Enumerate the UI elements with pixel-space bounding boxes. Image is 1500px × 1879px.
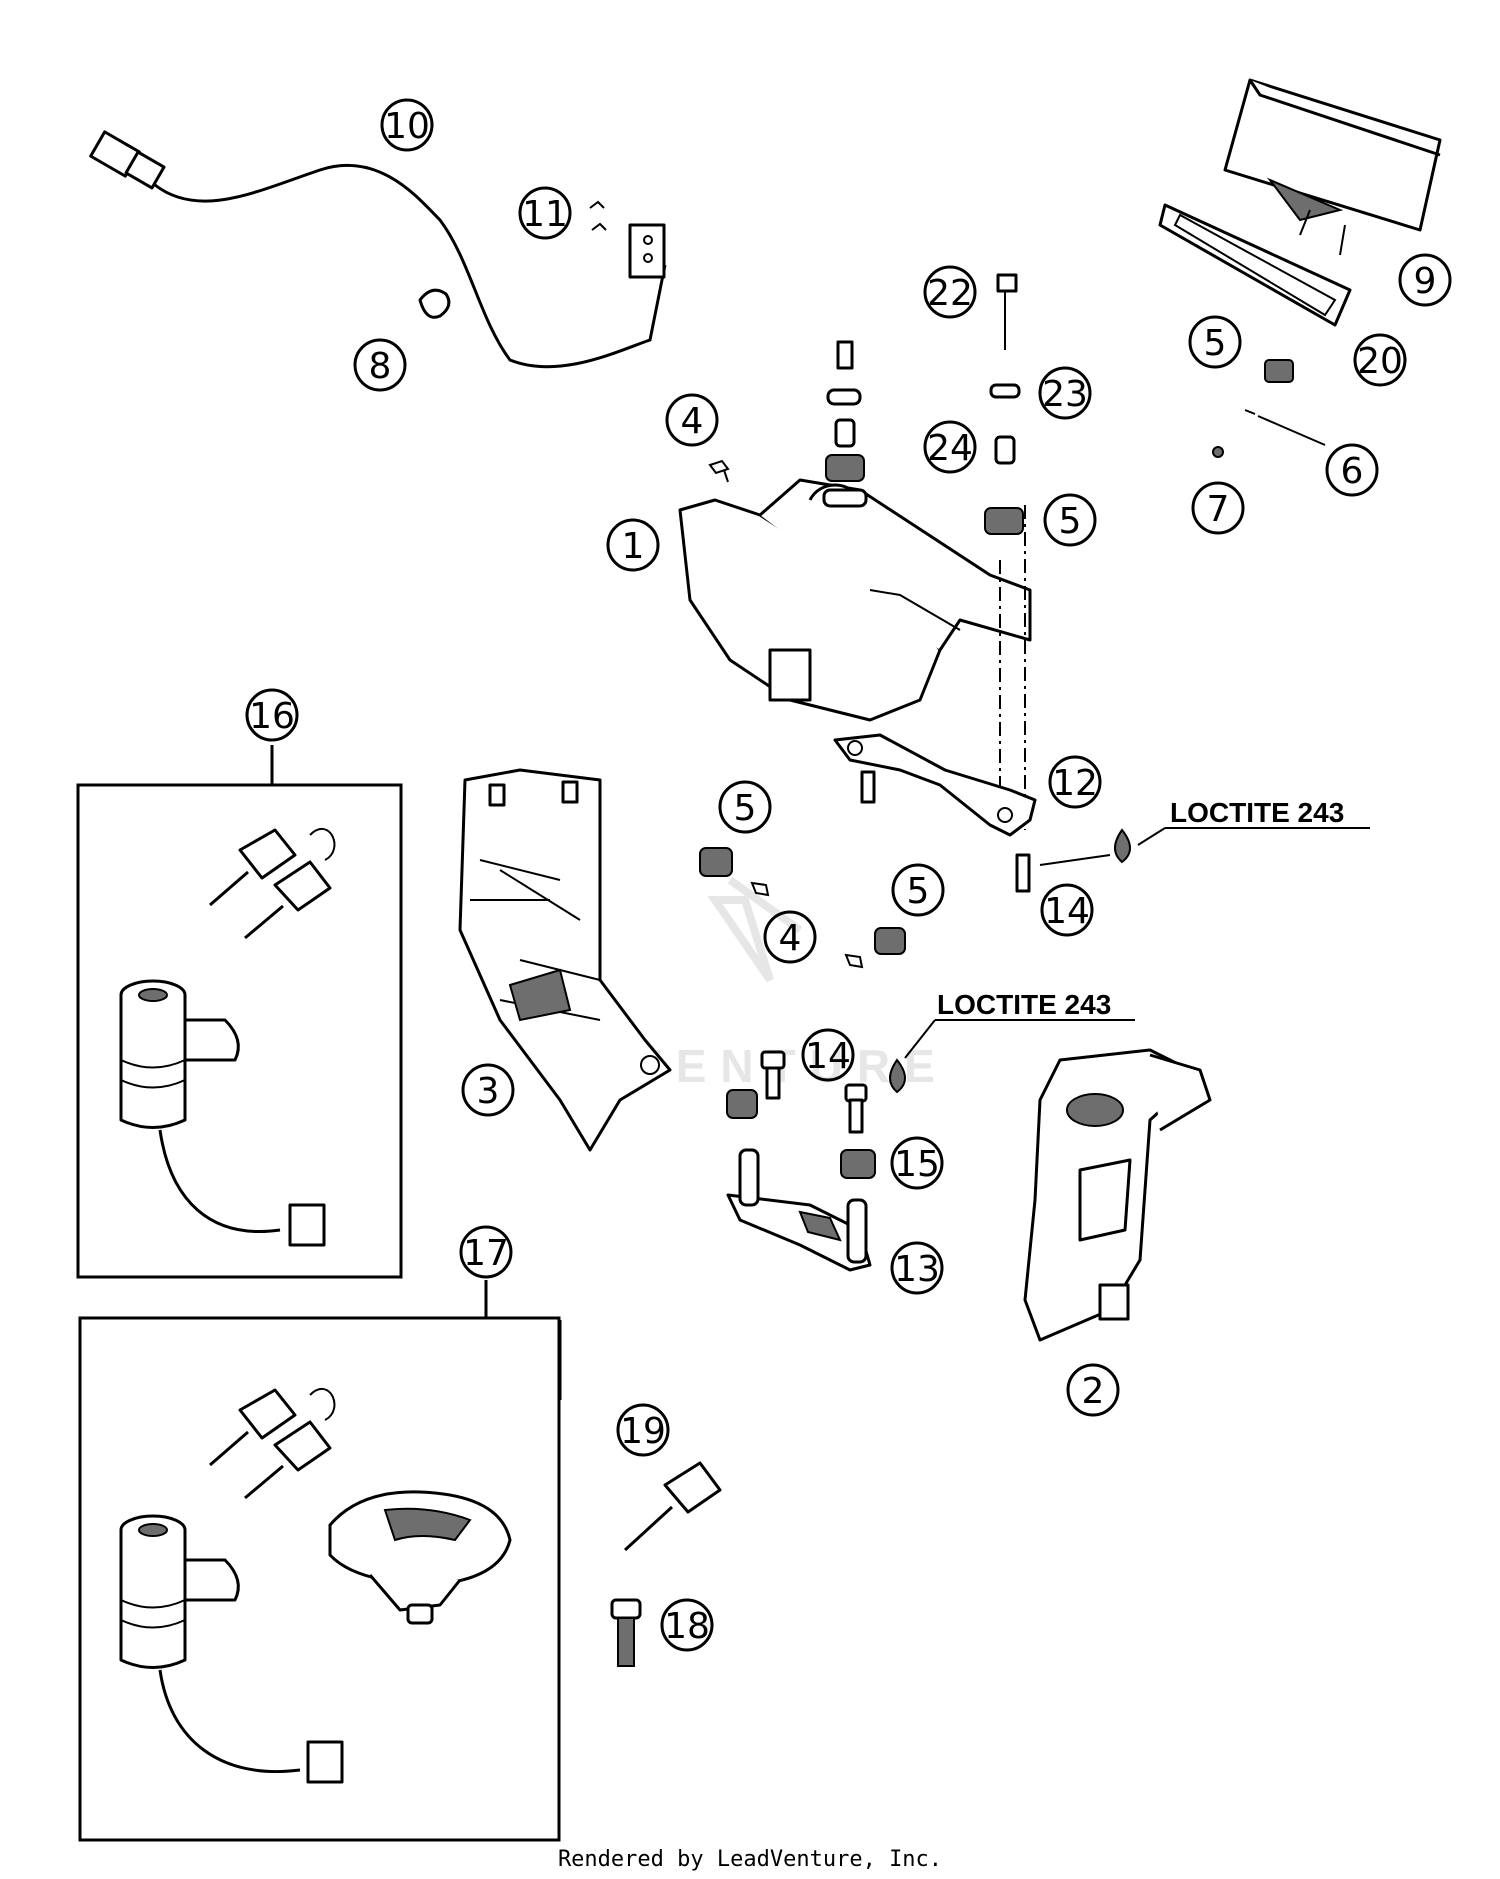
fuel-cap (328, 1490, 512, 1625)
part-10-wiring-harness (89, 130, 667, 369)
part-7-small-part (1212, 446, 1224, 458)
callout-16: 16 (245, 688, 299, 742)
part-12-bracket (833, 733, 1037, 837)
callout-9-label: 9 (1414, 261, 1437, 302)
footer-credit: Rendered by LeadVenture, Inc. (558, 1847, 942, 1872)
callout-17-label: 17 (463, 1233, 509, 1274)
loctite-note-lower: LOCTITE 243 (937, 989, 1111, 1020)
part-6-bulb (1244, 409, 1326, 446)
part-11-screws (589, 200, 607, 231)
part-22-24-bolt-stack (989, 273, 1021, 465)
part-4-screw-top (708, 459, 730, 483)
callout-7: 7 (1191, 481, 1245, 535)
callout-10-label: 10 (384, 106, 430, 147)
callout-5-mid-left: 5 (718, 780, 772, 834)
part-20-gasket (1158, 203, 1352, 327)
callout-14-lower-label: 14 (805, 1036, 851, 1077)
callout-5-top-right: 5 (1188, 315, 1242, 369)
key-icon (209, 1387, 336, 1500)
callout-14-upper-label: 14 (1044, 891, 1090, 932)
callout-12: 12 (1048, 755, 1102, 809)
callout-4-mid: 4 (763, 910, 817, 964)
callout-5-mid-right-label: 5 (907, 871, 930, 912)
loctite-drop-upper (1114, 827, 1370, 864)
part-9-instrument-cluster (1223, 78, 1442, 256)
callout-5-upper-label: 5 (1059, 501, 1082, 542)
callout-2-label: 2 (1082, 1371, 1105, 1412)
callout-8-label: 8 (369, 346, 392, 387)
ignition-cylinder (119, 1514, 344, 1784)
callout-4-top-label: 4 (681, 401, 704, 442)
callout-5-top-right-label: 5 (1204, 323, 1227, 364)
callout-22-label: 22 (927, 273, 973, 314)
callout-3: 3 (461, 1063, 515, 1117)
callout-11: 11 (518, 186, 572, 240)
key-icon (209, 827, 336, 940)
callout-23-label: 23 (1042, 374, 1088, 415)
part-15-grommets (726, 1089, 876, 1179)
part-14-bolt-upper (1015, 853, 1111, 893)
callout-10: 10 (380, 98, 434, 152)
loctite-note-upper: LOCTITE 243 (1170, 797, 1344, 828)
callout-13-label: 13 (894, 1249, 940, 1290)
callout-15-label: 15 (894, 1144, 940, 1185)
callout-16-label: 16 (249, 696, 295, 737)
callout-18: 18 (660, 1598, 714, 1652)
callout-19: 19 (616, 1403, 670, 1457)
callout-1-label: 1 (622, 526, 645, 567)
callout-18-label: 18 (664, 1606, 710, 1647)
callout-6: 6 (1325, 443, 1379, 497)
callout-24: 24 (923, 420, 977, 474)
callout-5-mid-left-label: 5 (734, 788, 757, 829)
callout-1: 1 (606, 518, 660, 572)
callout-19-label: 19 (620, 1411, 666, 1452)
part-18-bolt (610, 1598, 642, 1667)
part-17-kit-box (78, 1280, 562, 1842)
callout-9: 9 (1398, 253, 1452, 307)
callout-11-label: 11 (522, 194, 568, 235)
part-5-grommet-top (1264, 359, 1294, 383)
callout-5-mid-right: 5 (891, 863, 945, 917)
mid-grommets (699, 847, 906, 969)
callout-13: 13 (890, 1241, 944, 1295)
callout-4-mid-label: 4 (779, 918, 802, 959)
callout-3-label: 3 (477, 1071, 500, 1112)
callout-2: 2 (1066, 1363, 1120, 1417)
callout-8: 8 (353, 338, 407, 392)
callout-14-upper: 14 (1040, 883, 1094, 937)
center-stack-hardware (822, 340, 868, 508)
callout-4-top: 4 (665, 393, 719, 447)
callout-15: 15 (890, 1136, 944, 1190)
callout-12-label: 12 (1052, 763, 1098, 804)
callout-20: 20 (1353, 333, 1407, 387)
part-19-key (623, 1461, 722, 1552)
part-13-lower-bracket (726, 1148, 872, 1272)
callout-17: 17 (459, 1225, 513, 1279)
part-1-housing (678, 478, 1032, 722)
callout-20-label: 20 (1357, 341, 1403, 382)
part-2-right-cover (1023, 1048, 1212, 1342)
callout-24-label: 24 (927, 428, 973, 469)
ignition-cylinder (119, 979, 326, 1247)
callout-22: 22 (923, 265, 977, 319)
part-5-grommet-upper (984, 507, 1024, 535)
callout-23: 23 (1038, 366, 1092, 420)
callout-5-upper: 5 (1043, 493, 1097, 547)
part-16-kit-box (76, 745, 403, 1279)
loctite-drop-lower (889, 1019, 1135, 1094)
callout-14-lower: 14 (801, 1028, 855, 1082)
callout-7-label: 7 (1207, 489, 1230, 530)
part-14-bolt-lower (760, 1050, 868, 1134)
part-8-clip (418, 288, 451, 319)
part-3-left-cover (458, 768, 672, 1152)
callout-6-label: 6 (1341, 451, 1364, 492)
